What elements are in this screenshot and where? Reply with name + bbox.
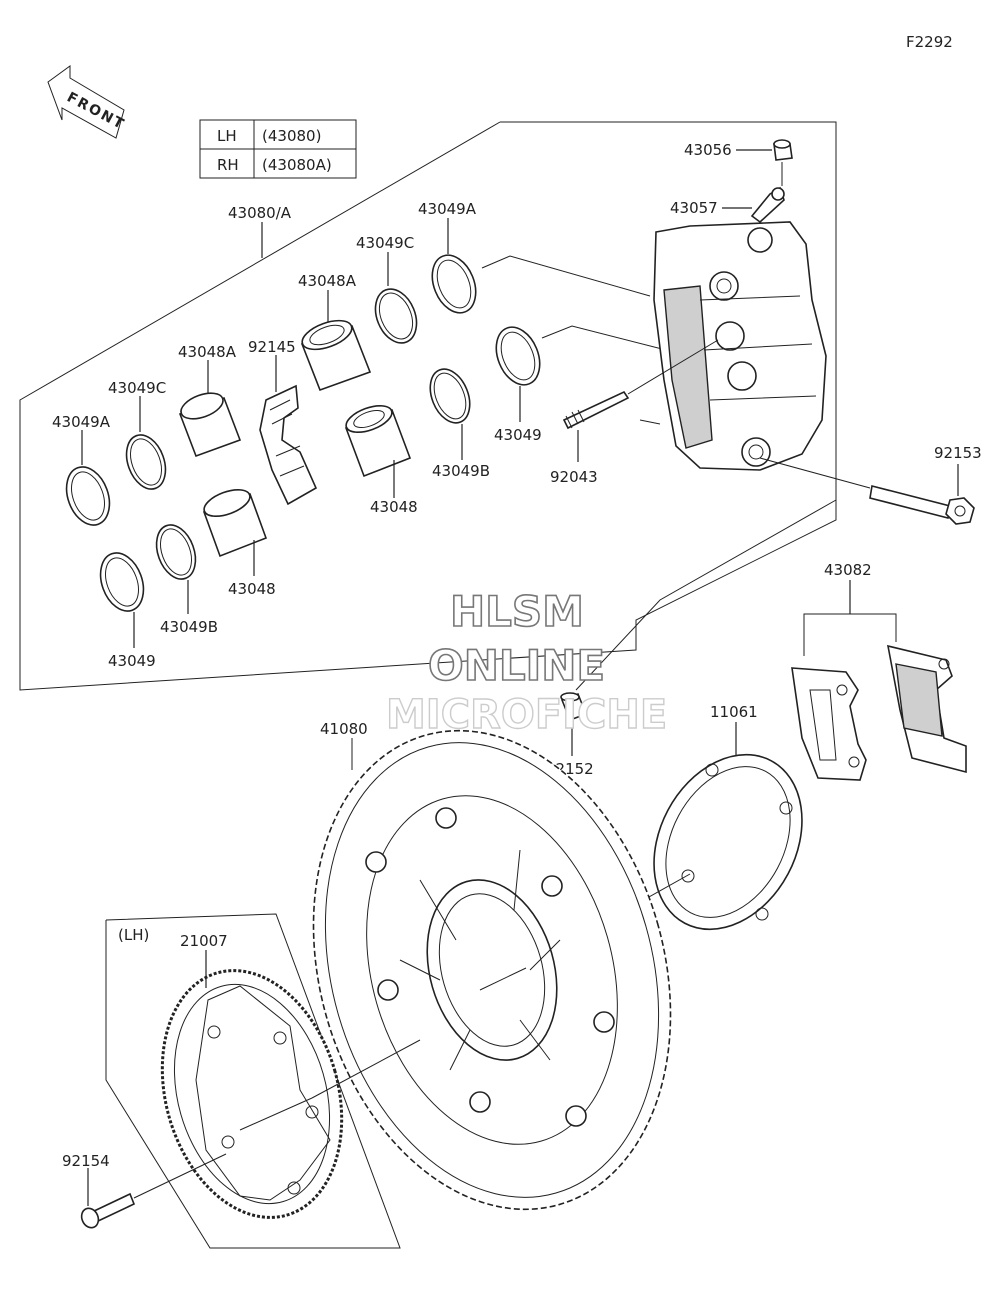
piston-43048-left [202,489,268,558]
seal-43049C-top [374,288,418,344]
label-43049C-left: 43049C [108,379,166,397]
seal-43049B-left [155,524,197,580]
label-92043: 92043 [550,468,598,486]
label-43082: 43082 [824,561,872,579]
brake-pad-right [886,644,967,774]
watermark-line3: MICROFICHE [386,692,667,738]
caliper-body [653,221,827,471]
label-92153: 92153 [934,444,982,462]
label-43057: 43057 [670,199,718,217]
label-43049B-right: 43049B [432,462,490,480]
front-arrow-icon: FRONT [47,65,128,139]
variant-table: LH (43080) RH (43080A) [199,119,357,179]
assembly-boundary [19,121,837,691]
bolt-92154 [80,1192,136,1229]
label-43048A-top: 43048A [298,272,357,290]
seal-43049-left [99,552,145,612]
lh-note: (LH) [118,926,149,944]
piston-43048A-left [178,392,242,458]
label-21007: 21007 [180,932,228,950]
piston-43048-right [344,405,412,478]
table-code-lh: (43080) [262,127,321,145]
seal-43049B-right [429,368,471,424]
label-92145: 92145 [248,338,296,356]
table-code-rh: (43080A) [262,156,332,174]
watermark-line2: ONLINE [428,641,605,690]
piston-43048A-top [300,319,372,392]
figure-code: F2292 [906,33,953,51]
seal-43049A-left [65,466,111,526]
brake-disc-41080 [312,729,672,1211]
label-43049C-top: 43049C [356,234,414,252]
brake-pad-left [791,667,867,781]
label-41080: 41080 [320,720,368,738]
label-43048-right: 43048 [370,498,418,516]
label-92154: 92154 [62,1152,110,1170]
seal-43049-right [495,326,541,386]
label-43049B-left: 43049B [160,618,218,636]
label-11061: 11061 [710,703,758,721]
label-43049A-top: 43049A [418,200,477,218]
cap-43057 [750,186,785,224]
pad-pin-92043 [562,390,630,430]
sleeve-92152 [560,692,588,722]
label-43048A-left: 43048A [178,343,237,361]
lh-boundary [105,913,401,1249]
label-43049A-left: 43049A [52,413,111,431]
label-43049-left: 43049 [108,652,156,670]
watermark-line1: HLSM [450,587,584,636]
mounting-bolt-92153 [869,485,975,525]
table-side-rh: RH [217,156,239,174]
label-43056: 43056 [684,141,732,159]
gasket-11061 [653,753,803,931]
seal-43049C-left [125,434,167,490]
label-43049-right: 43049 [494,426,542,444]
seal-43049A-top [431,254,477,314]
sensor-ring-21007 [160,969,344,1219]
table-side-lh: LH [217,127,237,145]
pad-spring-92145 [259,384,318,506]
bleeder-valve-43056 [773,139,793,161]
label-43080A: 43080/A [228,204,292,222]
label-43048-left: 43048 [228,580,276,598]
